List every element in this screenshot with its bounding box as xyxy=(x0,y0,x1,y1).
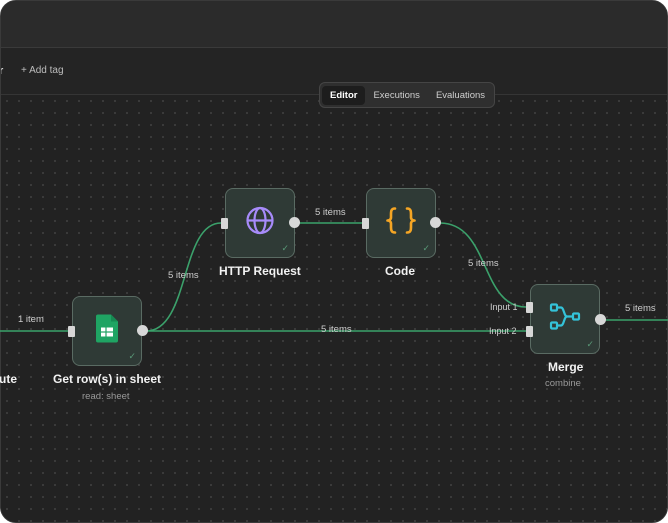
merge-input-2-label: Input 2 xyxy=(489,326,517,336)
merge-node[interactable]: ✓ xyxy=(530,284,600,354)
edge-code-to-merge[interactable] xyxy=(439,222,527,308)
sheet-node-subtitle: read: sheet xyxy=(82,391,130,402)
success-check-icon: ✓ xyxy=(422,243,430,253)
top-bar xyxy=(1,1,667,48)
curly-braces-icon xyxy=(386,207,416,240)
success-check-icon: ✓ xyxy=(586,339,594,349)
view-tabs: Editor Executions Evaluations xyxy=(319,82,495,108)
execute-node-title: ute xyxy=(0,372,17,386)
merge-output-port[interactable] xyxy=(595,314,606,325)
edge-label-sheet-to-http: 5 items xyxy=(168,270,199,281)
edge-label-code-to-merge: 5 items xyxy=(468,258,499,269)
tab-executions[interactable]: Executions xyxy=(373,89,420,101)
add-tag-button[interactable]: + Add tag xyxy=(21,65,64,76)
sheet-output-port[interactable] xyxy=(137,325,148,336)
edge-label-http-to-code: 5 items xyxy=(315,207,346,218)
tab-evaluations[interactable]: Evaluations xyxy=(435,89,486,101)
globe-icon xyxy=(245,206,275,241)
merge-input-1-port[interactable] xyxy=(526,302,533,313)
sheet-input-port[interactable] xyxy=(68,326,75,337)
http-output-port[interactable] xyxy=(289,217,300,228)
sheet-node[interactable]: ✓ xyxy=(72,296,142,366)
edge-label-merge-out: 5 items xyxy=(625,303,656,314)
success-check-icon: ✓ xyxy=(128,351,136,361)
http-node[interactable]: ✓ xyxy=(225,188,295,258)
http-input-port[interactable] xyxy=(221,218,228,229)
google-sheets-icon xyxy=(96,314,118,348)
edge-label-sheet-to-merge: 5 items xyxy=(321,324,352,335)
merge-input-2-port[interactable] xyxy=(526,326,533,337)
code-output-port[interactable] xyxy=(430,217,441,228)
workflow-name[interactable]: r xyxy=(1,65,3,77)
success-check-icon: ✓ xyxy=(281,243,289,253)
code-node[interactable]: ✓ xyxy=(366,188,436,258)
code-input-port[interactable] xyxy=(362,218,369,229)
sheet-node-title: Get row(s) in sheet xyxy=(53,372,162,386)
merge-input-1-label: Input 1 xyxy=(490,302,518,312)
merge-node-subtitle: combine xyxy=(545,378,581,389)
code-node-title: Code xyxy=(385,264,415,278)
edge-label-execute-to-sheet: 1 item xyxy=(18,314,44,325)
edge-sheet-to-http[interactable] xyxy=(145,222,222,332)
merge-node-title: Merge xyxy=(548,360,584,374)
tab-editor[interactable]: Editor xyxy=(322,85,366,105)
http-node-title: HTTP Request xyxy=(219,264,301,278)
merge-icon xyxy=(549,303,581,336)
workflow-canvas[interactable] xyxy=(1,95,667,522)
